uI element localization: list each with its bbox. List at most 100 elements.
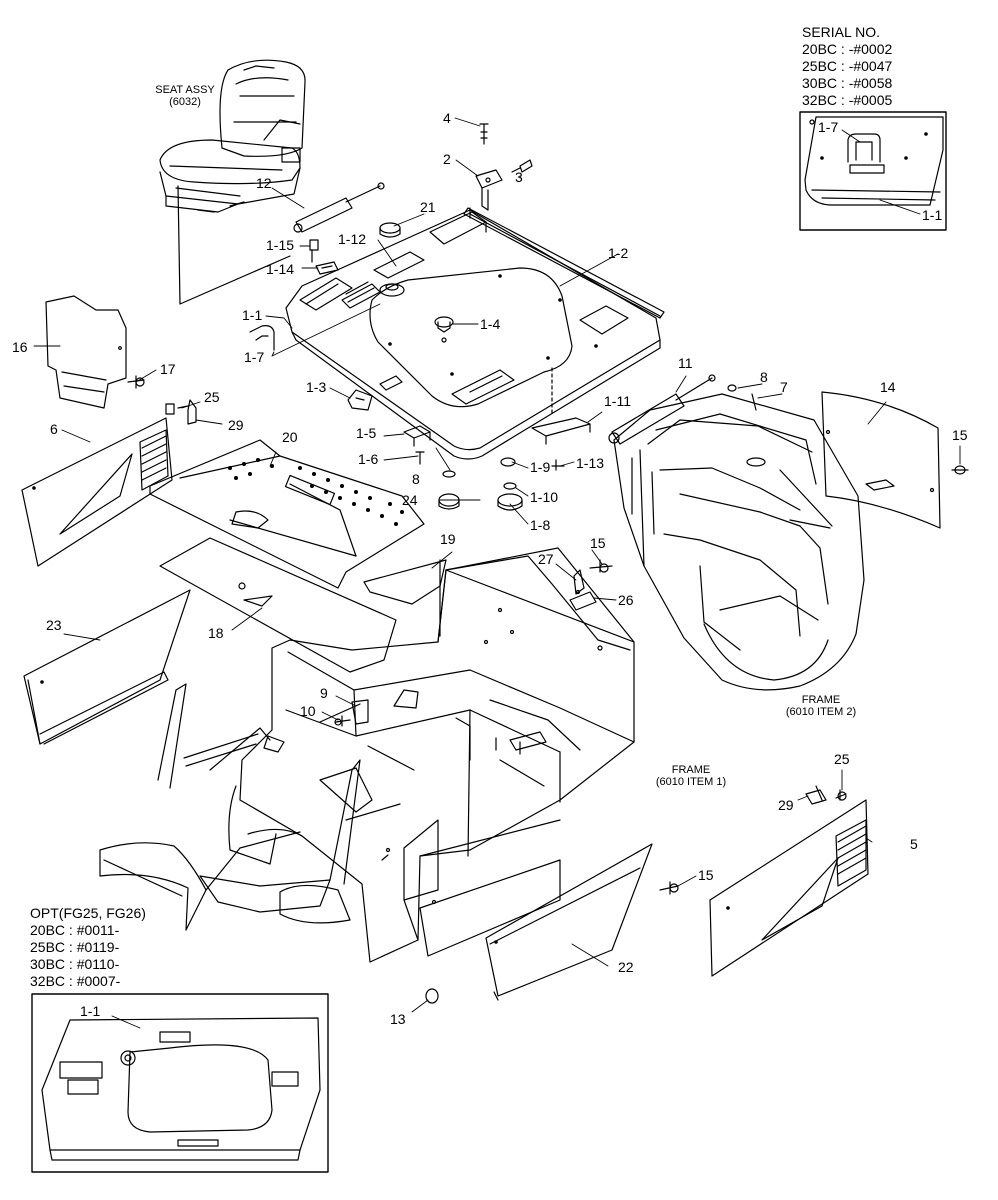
gas-spring-11 [608,374,757,445]
callout-15-lower: 15 [698,867,714,883]
callout-1-8: 1-8 [530,517,551,533]
callout-6: 6 [50,421,58,437]
side-panel-14 [821,391,969,529]
frame2-caption-line1: FRAME [801,694,841,706]
inset-serial-detail [799,111,947,231]
seat-mount-plate [373,222,425,297]
callout-25-upper: 25 [204,389,220,405]
callout-15-right: 15 [952,427,968,443]
bottom-cover-22 [485,843,653,1001]
callout-24: 24 [402,492,418,508]
hood-lock-parts [249,239,339,351]
callout-5: 5 [910,836,918,852]
frame-item1-caption: FRAME (6010 ITEM 1) [636,764,746,788]
hood-hinge [475,123,533,211]
rubber-seal-strip [463,207,665,319]
callout-10: 10 [300,703,316,719]
serial-title: SERIAL NO. [802,24,881,40]
frame1-caption-line1: FRAME [671,764,711,776]
callout-18: 18 [208,625,224,641]
seat-caption-line2: (6032) [169,96,201,108]
option-line: 25BC : #0119- [30,939,120,955]
mount-hardware-right [497,367,591,511]
callout-23: 23 [46,617,62,633]
seat-assembly [159,59,306,213]
frame1-caption-line2: (6010 ITEM 1) [655,776,727,788]
callout-26: 26 [618,592,634,608]
gas-spring-12 [293,182,385,233]
callout-1-10: 1-10 [530,489,559,505]
callout-inset-1-1: 1-1 [922,207,943,223]
callout-16: 16 [12,339,28,355]
frame-item2-caption: FRAME (6010 ITEM 2) [766,694,876,718]
callout-17: 17 [160,361,176,377]
hood-latch [434,316,454,343]
callout-20: 20 [282,429,298,445]
callout-1-14: 1-14 [266,261,295,277]
counterweight-frame [613,393,865,691]
side-panel-6 [21,399,197,567]
callout-2: 2 [443,151,451,167]
callout-inset-bottom-1-1: 1-1 [80,1003,101,1019]
seat-leader-line [177,185,291,305]
callout-21: 21 [420,199,436,215]
floor-mats [159,537,447,673]
callout-1-9: 1-9 [530,459,551,475]
bracket-1-3 [347,389,373,411]
callout-8-lower: 8 [412,471,420,487]
serial-line: 32BC : -#0005 [802,92,893,108]
serial-number-block: SERIAL NO. 20BC : -#0002 25BC : -#0047 3… [802,24,892,109]
callout-1-3: 1-3 [306,379,327,395]
side-panel-5 [709,785,869,977]
callout-8-upper: 8 [760,369,768,385]
seat-caption-line1: SEAT ASSY [155,84,215,96]
serial-line: 25BC : -#0047 [802,58,893,74]
callout-12: 12 [256,175,272,191]
option-line: 30BC : #0110- [30,956,120,972]
callout-1-12: 1-12 [338,231,367,247]
inset-option-detail [31,993,329,1173]
option-line: 32BC : #0007- [30,973,121,989]
option-title: OPT(FG25, FG26) [30,905,146,921]
callout-1-1: 1-1 [242,307,263,323]
serial-line: 20BC : -#0002 [802,41,893,57]
callout-4: 4 [443,110,451,126]
callout-1-7: 1-7 [244,349,265,365]
callout-19: 19 [440,531,456,547]
callout-7: 7 [780,379,788,395]
callout-27: 27 [538,551,554,567]
callout-14: 14 [880,379,896,395]
callout-1-11: 1-11 [604,393,631,409]
side-panel-23 [23,589,191,745]
callout-29-upper: 29 [228,417,244,433]
callout-13: 13 [390,1011,406,1027]
leader-lines [33,117,961,1029]
option-serial-block: OPT(FG25, FG26) 20BC : #0011- 25BC : #01… [30,905,146,990]
main-frame [99,547,635,963]
callout-1-15: 1-15 [266,237,295,253]
callout-1-5: 1-5 [356,425,377,441]
side-cover-16 [45,295,145,409]
lower-hardware [425,881,679,1004]
callout-15-mid: 15 [590,535,606,551]
clamp-parts [569,559,613,611]
serial-line: 30BC : -#0058 [802,75,893,91]
callout-9: 9 [320,685,328,701]
callout-1-4: 1-4 [480,316,501,332]
callout-3: 3 [515,169,523,185]
callout-29-lower: 29 [778,797,794,813]
floor-plate-20 [149,439,425,589]
callout-22: 22 [618,959,634,975]
callout-inset-1-7: 1-7 [818,119,839,135]
callout-1-13: 1-13 [576,455,605,471]
option-line: 20BC : #0011- [30,922,120,938]
callout-1-2: 1-2 [608,245,629,261]
callout-11: 11 [678,355,693,371]
brackets-9-10 [334,699,369,727]
callout-1-6: 1-6 [358,451,379,467]
callout-25-lower: 25 [834,751,850,767]
seat-assy-caption: SEAT ASSY (6032) [140,84,230,108]
frame2-caption-line2: (6010 ITEM 2) [785,706,857,718]
